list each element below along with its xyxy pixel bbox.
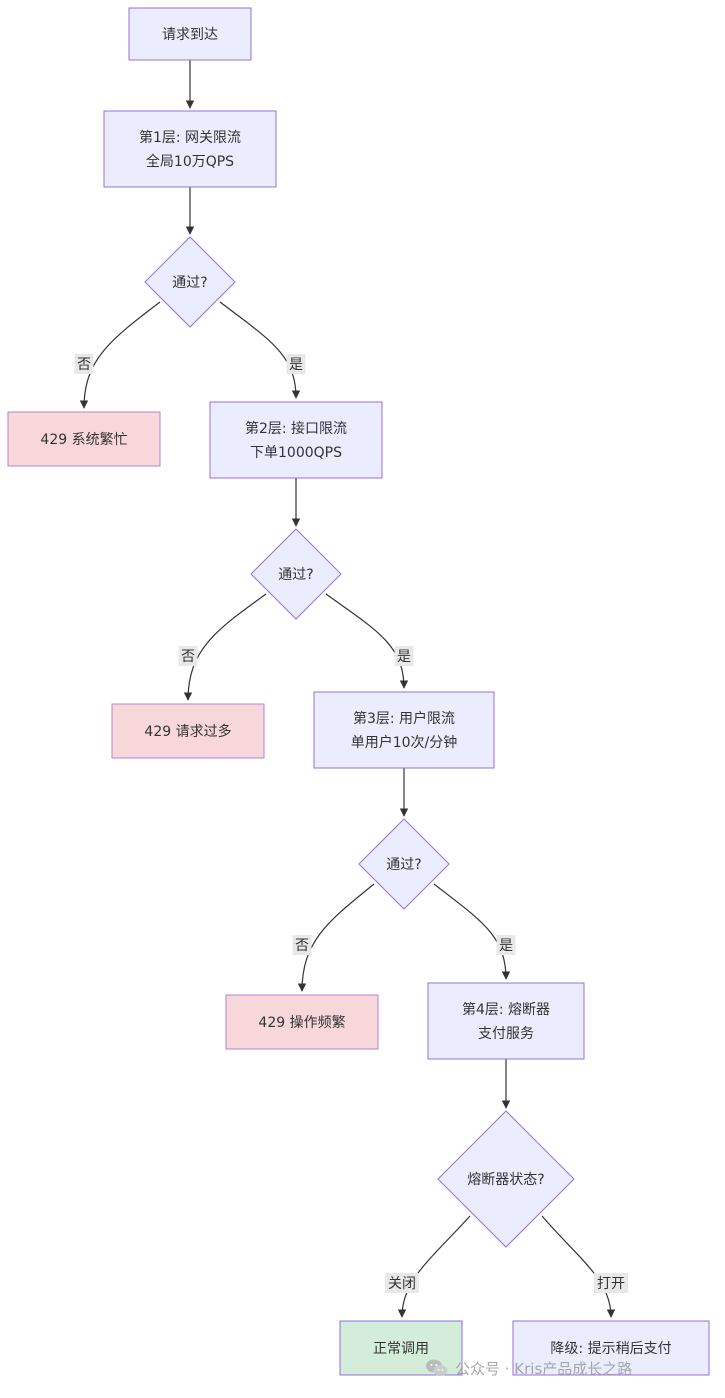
- node-label: 全局10万QPS: [146, 153, 234, 170]
- node-label: 通过?: [386, 857, 421, 873]
- edge-label-text: 打开: [597, 1275, 625, 1292]
- node-label: 429 请求过多: [144, 723, 231, 740]
- node-reject1: 429 系统繁忙: [7, 411, 161, 467]
- edge-arrow: [433, 883, 511, 980]
- edge-arrow: [297, 883, 375, 992]
- edge-label-bg: [286, 354, 306, 374]
- edge-label-yes3: 是: [496, 935, 516, 955]
- node-label: 支付服务: [478, 1026, 534, 1042]
- node-check3: 通过?: [358, 818, 450, 910]
- edge-label-text: 是: [289, 357, 303, 373]
- node-box: [128, 7, 252, 61]
- edge-label-bg: [496, 935, 516, 955]
- node-check2: 通过?: [250, 528, 342, 620]
- decision-diamond: [250, 528, 342, 620]
- edge-label-yes1: 是: [286, 354, 306, 374]
- node-normal: 正常调用: [339, 1320, 463, 1376]
- edge-labels: 否是否是否是关闭打开: [74, 354, 628, 1293]
- edge-label-bg: [385, 1273, 419, 1293]
- node-label: 熔断器状态?: [467, 1172, 544, 1188]
- node-box: [209, 401, 383, 479]
- decision-diamond: [144, 236, 236, 328]
- node-label: 通过?: [172, 275, 207, 291]
- node-label: 通过?: [278, 567, 313, 583]
- node-box: [225, 994, 379, 1050]
- edge-arrow: [79, 301, 161, 409]
- node-reject2: 429 请求过多: [111, 703, 265, 759]
- edge-arrow: [541, 1215, 616, 1318]
- edge-label-bg: [74, 354, 94, 374]
- edge-label-closed: 关闭: [385, 1273, 419, 1293]
- node-check1: 通过?: [144, 236, 236, 328]
- edge-label-bg: [292, 935, 312, 955]
- watermark-text: 公众号 · Kris产品成长之路: [455, 1359, 633, 1378]
- edge-arrow: [397, 1215, 471, 1318]
- node-breaker: 熔断器状态?: [437, 1110, 575, 1248]
- watermark: 公众号 · Kris产品成长之路: [425, 1355, 632, 1381]
- node-box: [111, 703, 265, 759]
- node-degrade: 降级: 提示稍后支付: [512, 1320, 710, 1376]
- node-label: 第2层: 接口限流: [245, 420, 347, 437]
- edge-label-bg: [178, 646, 198, 666]
- wechat-icon: [426, 1359, 448, 1376]
- node-request: 请求到达: [128, 7, 252, 61]
- node-label: 第3层: 用户限流: [353, 710, 455, 727]
- node-label: 下单1000QPS: [250, 445, 342, 461]
- node-label: 请求到达: [162, 27, 218, 43]
- node-label: 429 系统繁忙: [40, 432, 127, 448]
- node-box: [7, 411, 161, 467]
- edge-label-open: 打开: [594, 1273, 628, 1293]
- edge-label-text: 是: [397, 649, 411, 665]
- node-label: 429 操作频繁: [258, 1015, 345, 1031]
- edge-label-text: 否: [77, 357, 91, 373]
- edge-label-bg: [394, 646, 414, 666]
- edge-label-text: 否: [295, 938, 309, 954]
- edge-label-text: 关闭: [388, 1276, 416, 1292]
- edges: [79, 60, 616, 1318]
- node-box: [512, 1320, 710, 1376]
- node-label: 单用户10次/分钟: [351, 734, 458, 751]
- edge-label-bg: [594, 1273, 628, 1293]
- edge-label-no3: 否: [292, 935, 312, 955]
- node-reject3: 429 操作频繁: [225, 994, 379, 1050]
- node-box: [103, 110, 277, 188]
- node-label: 降级: 提示稍后支付: [550, 1341, 671, 1357]
- edge-label-no1: 否: [74, 354, 94, 374]
- node-label: 正常调用: [373, 1341, 429, 1357]
- edge-arrow: [183, 593, 267, 701]
- edge-label-text: 是: [499, 938, 513, 954]
- node-label: 第1层: 网关限流: [139, 129, 241, 146]
- node-box: [427, 982, 585, 1060]
- node-label: 第4层: 熔断器: [462, 1001, 550, 1018]
- decision-diamond: [437, 1110, 575, 1248]
- edge-label-no2: 否: [178, 646, 198, 666]
- edge-arrow: [325, 593, 409, 689]
- decision-diamond: [358, 818, 450, 910]
- node-box: [313, 691, 495, 769]
- edge-label-text: 否: [181, 649, 195, 665]
- edge-arrow: [219, 301, 301, 399]
- edge-label-yes2: 是: [394, 646, 414, 666]
